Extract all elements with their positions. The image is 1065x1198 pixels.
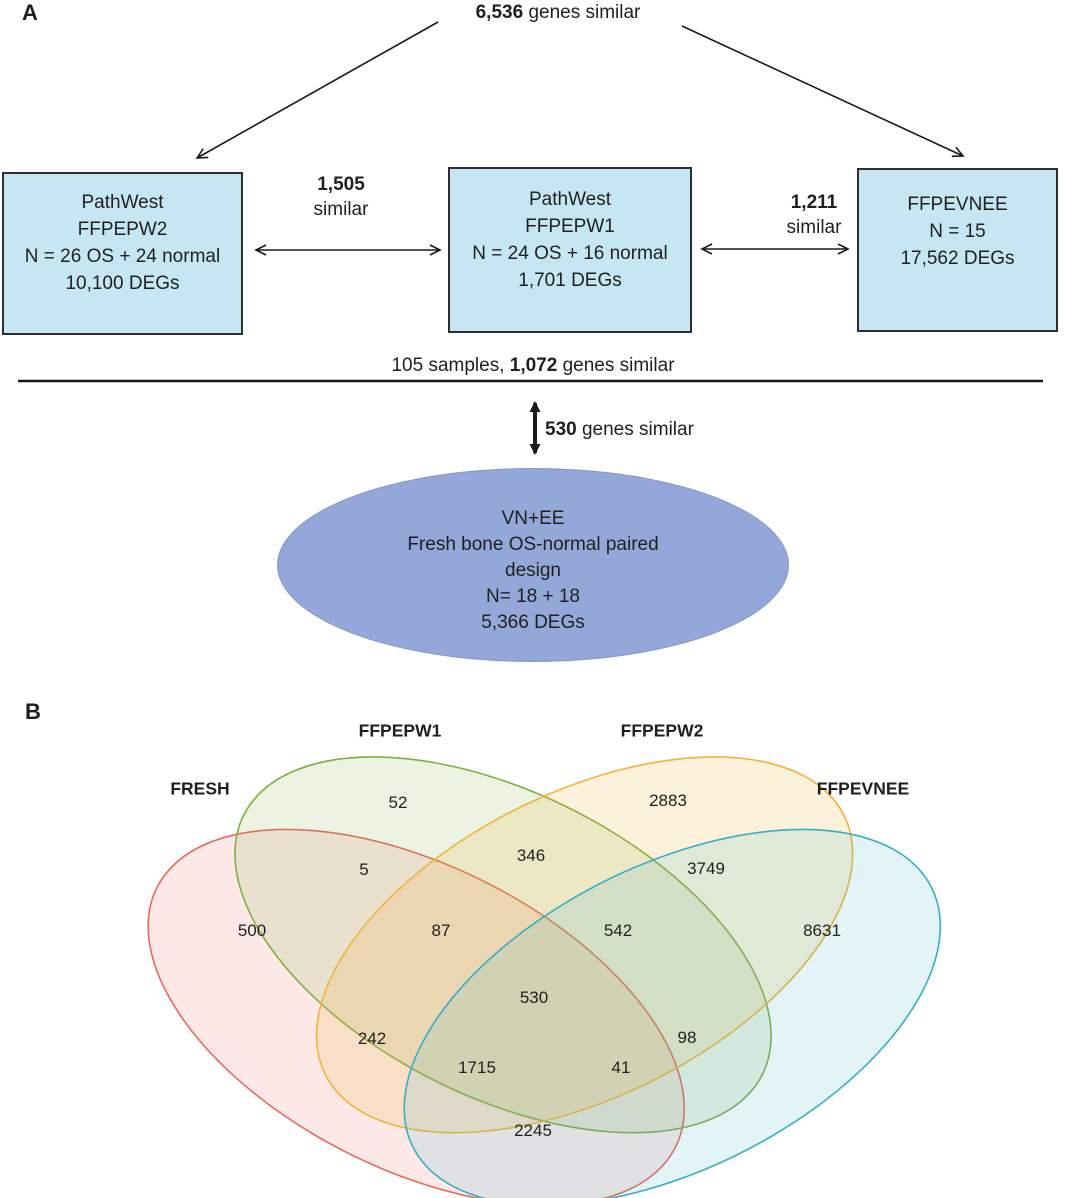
flow-box-ffpepw2: PathWest FFPEPW2 N = 26 OS + 24 normal 1…: [2, 172, 243, 335]
venn-count-pw1-pw2: 346: [516, 846, 546, 865]
venn-set-label-ffpevnee: FFPEVNEE: [816, 778, 910, 799]
venn-set-label-fresh: FRESH: [170, 778, 230, 799]
fresh-link-label: 530 genes similar: [545, 420, 694, 440]
venn-ellipse-ffpevnee: [324, 753, 1021, 1198]
arrow-6536-to-ffpevnee: [681, 25, 965, 158]
box-line: N = 15: [929, 221, 986, 242]
venn-ellipse-fresh: [68, 753, 765, 1198]
venn-count-fresh-only: 500: [237, 921, 267, 940]
box-line: 10,100 DEGs: [65, 273, 180, 294]
divider-post: genes similar: [557, 355, 675, 376]
right-pair-similarity-label: 1,211 similar: [787, 190, 842, 240]
venn-count-pw1-pw2-vnee: 542: [603, 921, 633, 940]
ellipse-line: Fresh bone OS-normal paired: [407, 534, 659, 555]
flow-box-ffpevnee: FFPEVNEE N = 15 17,562 DEGs: [857, 168, 1058, 332]
ellipse-line: design: [505, 560, 561, 581]
box-line: FFPEVNEE: [907, 194, 1008, 215]
flow-box-ffpepw1: PathWest FFPEPW1 N = 24 OS + 16 normal 1…: [448, 167, 692, 333]
top-similarity-text: genes similar: [523, 2, 641, 23]
arrow-6536-to-ffpepw2: [195, 21, 439, 159]
ellipse-line: VN+EE: [501, 508, 565, 529]
divider-label: 105 samples, 1,072 genes similar: [391, 353, 674, 378]
top-similarity-value: 6,536: [475, 2, 524, 23]
top-similarity-label: 6,536 genes similar: [476, 0, 641, 25]
box-line: 1,701 DEGs: [518, 270, 622, 291]
venn-count-ffpevnee-only: 8631: [803, 921, 841, 940]
venn-count-fresh-pw1: 5: [359, 860, 369, 879]
divider-pre: 105 samples,: [391, 355, 510, 376]
box-line: N = 24 OS + 16 normal: [472, 243, 668, 264]
venn-count-pw1-vnee: 98: [677, 1028, 697, 1047]
box-line: PathWest: [81, 192, 164, 213]
box-line: FFPEPW2: [77, 219, 168, 240]
box-line: PathWest: [528, 189, 612, 210]
ellipse-line: 5,366 DEGs: [481, 612, 585, 633]
venn-ellipse-ffpepw1: [155, 690, 852, 1198]
ellipse-line: N= 18 + 18: [485, 586, 581, 607]
fresh-design-ellipse: VN+EE Fresh bone OS-normal paired design…: [277, 468, 789, 662]
venn-count-fresh-pw1-vnee: 41: [611, 1058, 631, 1077]
left-pair-value: 1,505: [317, 174, 365, 195]
venn-set-label-ffpepw1: FFPEPW1: [358, 720, 442, 741]
venn-count-ffpepw1-only: 52: [388, 793, 408, 812]
box-line: N = 26 OS + 24 normal: [24, 246, 221, 267]
venn-count-pw2-vnee: 3749: [687, 859, 725, 878]
fresh-link-text: genes similar: [576, 419, 694, 440]
venn-count-fresh-pw1-pw2: 87: [431, 921, 451, 940]
right-pair-text: similar: [786, 217, 842, 238]
left-pair-text: similar: [313, 199, 369, 220]
fresh-link-value: 530: [545, 419, 577, 440]
box-line: FFPEPW1: [525, 216, 615, 237]
venn-count-ffpepw2-only: 2883: [649, 791, 687, 810]
panel-a-arrows: [18, 21, 1043, 455]
venn-set-label-ffpepw2: FFPEPW2: [620, 720, 704, 741]
left-pair-similarity-label: 1,505 similar: [314, 172, 369, 222]
venn-diagram: [0, 690, 1065, 1198]
panel-b-label: B: [25, 699, 41, 724]
venn-count-fresh-pw2-vnee: 1715: [458, 1058, 496, 1077]
box-line: 17,562 DEGs: [900, 248, 1015, 269]
right-pair-value: 1,211: [790, 192, 838, 213]
venn-count-all-four: 530: [519, 988, 549, 1007]
venn-count-fresh-pw2: 242: [357, 1029, 387, 1048]
venn-ellipse-ffpepw2: [236, 690, 933, 1198]
divider-value: 1,072: [509, 355, 558, 376]
venn-count-fresh-vnee: 2245: [514, 1121, 552, 1140]
panel-a-label: A: [22, 0, 38, 25]
